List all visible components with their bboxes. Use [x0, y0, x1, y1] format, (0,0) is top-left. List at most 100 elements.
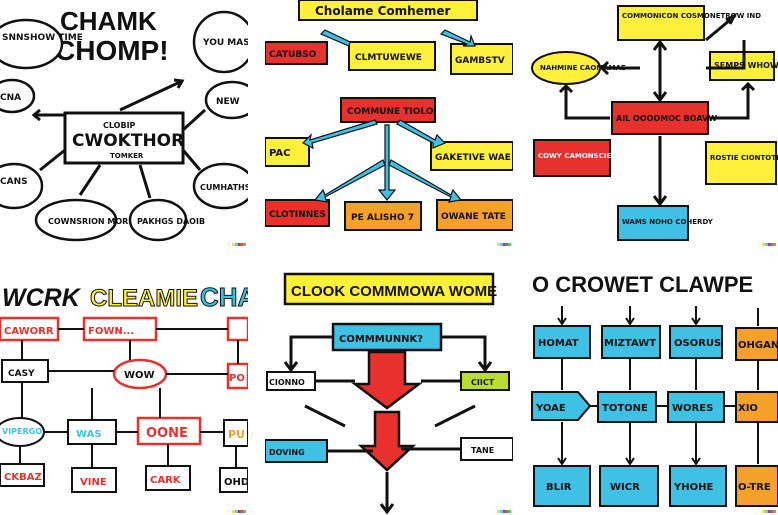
tile4-box-10: [71, 467, 117, 493]
tile4-box-12: [219, 467, 248, 493]
tile6-box-3: [669, 325, 723, 359]
tile4-box-12-text: OHD: [224, 477, 248, 488]
tile4-box-1-text: CAWORR: [4, 326, 54, 337]
tile6-watermark: [762, 510, 776, 513]
tile3-right-box: [709, 51, 775, 81]
tile6-arrows: [557, 306, 759, 466]
illustration-tile-1: CHAMK CHOMP! CLOBIP CWOKTHOR TOMKER SNNS…: [0, 0, 248, 248]
tile2-box-4: [340, 97, 436, 123]
tile6-box-1: [533, 325, 591, 359]
tile1-bubble-g-text: PAKHGS DAOIB: [137, 217, 205, 226]
illustration-tile-5: CLOOK COMMMOWA WOME COMMMUNNK? CIONNO CI…: [265, 266, 513, 515]
tile6-box-11-text: YHOHE: [673, 482, 713, 493]
tile5-lower-left-box-text: DOVING: [269, 448, 305, 457]
illustration-tile-6: O CROWET CLAWPE HOMAT MIZTAWT OSORUS OHG…: [530, 266, 778, 515]
flowchart-sketch-1: CHAMK CHOMP! CLOBIP CWOKTHOR TOMKER SNNS…: [0, 6, 248, 242]
tile2-box-9-text: OWANE TATE: [441, 212, 506, 222]
tile4-box-7: [136, 416, 202, 446]
tile3-top-box: [617, 5, 705, 41]
tile4-box-2-text: FOWN...: [88, 326, 134, 337]
tile2-title: Cholame Comhemer: [315, 4, 451, 18]
tile6-box-9-text: BLIR: [546, 482, 572, 493]
tile6-box-6-text: TOTONE: [602, 403, 648, 414]
tile2-box-6-text: GAKETIVE WAE: [435, 153, 511, 163]
tile2-box-6: [430, 141, 513, 171]
tile2-box-3-text: GAMBSTV: [455, 56, 505, 66]
tile2-box-5: [265, 137, 310, 167]
tile4-box-3: [226, 316, 248, 342]
tile5-lower-right-box-text: TANE: [471, 446, 494, 455]
tile6-box-2: [601, 325, 661, 359]
tile1-watermark: [232, 243, 246, 246]
tile4-box-9: [0, 463, 45, 487]
tile1-bubble-a: [0, 18, 64, 70]
tile2-title-box: [298, 0, 478, 21]
tile2-watermark: [497, 243, 511, 246]
tile4-box-7-text: OONE: [146, 426, 188, 441]
tile5-title: CLOOK COMMMOWA WOME: [291, 283, 497, 300]
illustration-tile-4: WCRK CLEAMIE CHA CAWORR FOWN... CASY WOW…: [0, 266, 248, 515]
tile1-bubble-g: [128, 198, 188, 242]
tile1-bubble-d-text: CNA: [0, 93, 21, 103]
tile3-lower-left-box-text: COWY CAMONSCIE WANE: [538, 152, 637, 160]
tile6-box-10-text: WICR: [610, 482, 640, 493]
tile1-bubble-f-text: COWNSRION MORRO: [48, 217, 141, 226]
tile3-right-box-text: SEMPS WHOWO: [714, 61, 778, 70]
tile5-down-arrow-1: [351, 350, 423, 410]
tile2-box-3: [450, 43, 513, 75]
tile3-bottom-box-text: WAMS NOHO COHERDY: [622, 218, 714, 226]
tile6-title: O CROWET CLAWPE: [532, 272, 753, 297]
tile1-bubble-d: [0, 78, 36, 114]
tile3-arrows: [558, 12, 756, 207]
tile6-pointer-box-text: YOAE: [535, 403, 566, 414]
tile6-box-9: [533, 465, 591, 507]
tile2-box-1-text: CATUBSO: [269, 50, 317, 60]
tile1-center-box: [63, 111, 185, 165]
tile4-box-4-text: CASY: [8, 369, 35, 379]
flowchart-sketch-3: COMMONICON COSMONETROW IND NAHMINE CAOMA…: [531, 5, 778, 241]
tile4-box-8-text: PU: [228, 428, 245, 441]
tile5-arrows: [283, 335, 493, 515]
tile4-title-a: WCRK: [2, 284, 82, 312]
tile1-title-line2: CHOMP!: [55, 35, 169, 66]
tile5-down-arrow-2: [357, 410, 417, 472]
tile2-box-4-text: COMMUNE TIOLO: [347, 107, 434, 117]
tile1-bubble-a-text: SNNSHOW TIME: [2, 33, 83, 43]
tile1-center-l2: CWOKTHOR: [72, 131, 184, 151]
tile2-box-8: [344, 201, 422, 231]
tile1-bubble-f: [34, 198, 118, 242]
tile6-box-4: [735, 327, 778, 361]
tile4-watermark: [232, 510, 246, 513]
illustration-tile-3: COMMONICON COSMONETROW IND NAHMINE CAOMA…: [530, 0, 778, 248]
tile6-pointer-box: [531, 391, 592, 421]
tile2-box-8-text: PE ALISHO 7: [351, 213, 414, 223]
tile6-box-1-text: HOMAT: [538, 338, 579, 349]
tile1-title-line1: CHAMK: [60, 6, 157, 36]
tile4-box-11-text: CARK: [150, 475, 182, 486]
tile3-lower-right-box-text: ROSTIE CIONTOTION PHCONCPRLE: [710, 154, 778, 162]
tile4-connectors: [19, 328, 239, 468]
tile2-box-7-text: CLOTINNES: [269, 210, 326, 220]
tile1-center-l3: TOMKER: [110, 152, 144, 160]
tile3-left-ellipse-text: NAHMINE CAOMAMAE: [540, 64, 626, 72]
tile4-ellipse-2-text: VIPERGO: [2, 427, 42, 436]
tile3-center-box-text: AIL OOOOMOC BOAVW: [616, 114, 717, 123]
flowchart-sketch-2: Cholame Comhemer CATUBSO CLMTUWEWE GAMBS…: [265, 0, 513, 231]
tile6-box-8-text: XIO: [738, 403, 758, 414]
tile3-lower-left-box: [533, 139, 611, 177]
tile1-bubble-b: [192, 10, 248, 74]
tile3-top-box-text: COMMONICON COSMONETROW IND: [622, 12, 761, 20]
tile2-cyan-arrows: [301, 29, 476, 203]
tile6-box-12: [735, 465, 778, 507]
tile1-bubble-c: [204, 80, 248, 120]
tile5-title-box: [283, 272, 495, 306]
tile6-box-10: [599, 465, 659, 507]
tile6-box-2-text: MIZTAWT: [604, 338, 656, 349]
tile4-ellipse-text: WOW: [124, 370, 155, 381]
tile5-left-box-text: CIONNO: [269, 378, 305, 387]
tile5-main-box-text: COMMMUNNK?: [339, 334, 423, 345]
tile3-lower-right-box: [705, 141, 777, 185]
tile4-box-6-text: WAS: [76, 429, 102, 440]
tile6-box-12-text: O-TRE: [738, 482, 771, 493]
tile1-bubble-c-text: NEW: [216, 97, 240, 107]
